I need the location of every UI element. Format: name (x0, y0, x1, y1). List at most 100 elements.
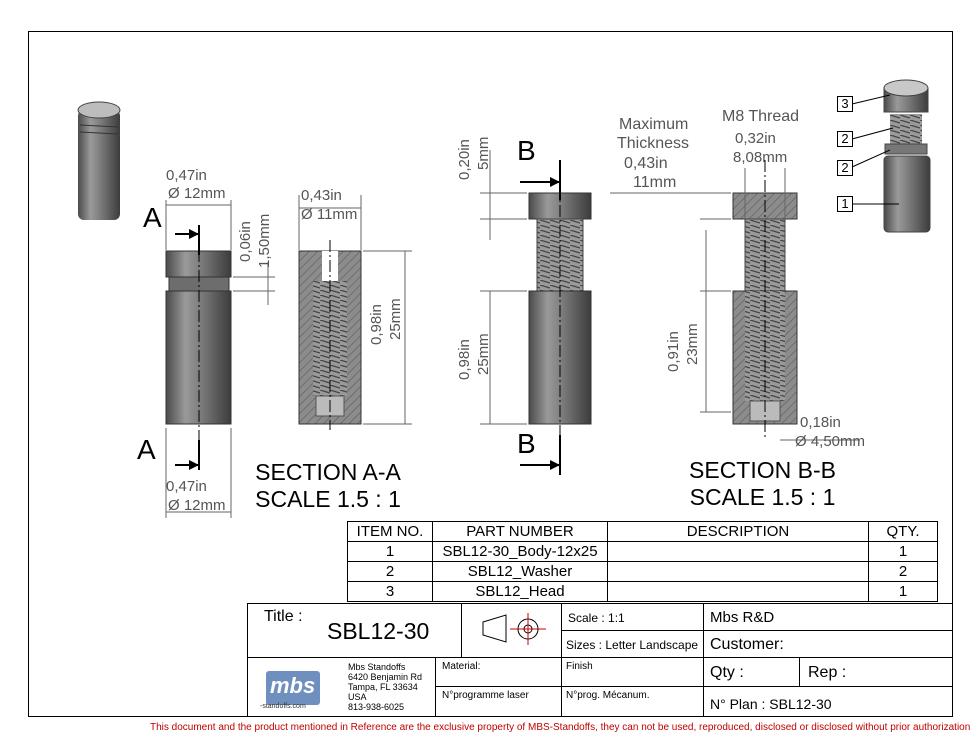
plan-cell: N° Plan : SBL12-30 (703, 686, 953, 717)
max-thickness-label-1: Maximum (619, 116, 689, 133)
bill-of-materials-table: ITEM NO. PART NUMBER DESCRIPTION QTY. 1 … (347, 521, 938, 602)
cut-label-b-bottom: B (517, 428, 536, 459)
address-line: 813-938-6025 (348, 702, 405, 712)
projection-symbol-icon (482, 613, 546, 645)
bom-cell-item: 2 (347, 561, 433, 582)
bom-header-qty: QTY. (868, 521, 938, 542)
address-line: USA (348, 692, 367, 702)
bom-cell-part: SBL12_Head (432, 581, 608, 602)
section-aa-title-text: SECTION A-A (255, 459, 401, 485)
section-bb-view (610, 160, 860, 441)
title-label: Title : (264, 608, 303, 625)
max-thickness-label-2: Thickness (617, 135, 690, 152)
dim-depth-in: 0,91in (665, 331, 682, 372)
dim-hole-in: 0,18in (800, 414, 841, 431)
iso-standoff-left (77, 101, 121, 220)
scale-cell: Scale : 1:1 (561, 603, 704, 631)
address-line: Mbs Standoffs (348, 662, 406, 672)
bom-row: 3 SBL12_Head 1 (347, 581, 938, 602)
cut-label-a-bottom: A (137, 434, 156, 465)
dim-left-bot-in: 0,47in (166, 478, 207, 495)
bom-row: 1 SBL12-30_Body-12x25 1 (347, 541, 938, 562)
dim-max-in: 0,43in (624, 155, 668, 172)
qty-label: Qty : (710, 664, 744, 681)
finish-label: Finish (566, 661, 593, 672)
balloon-item-1: 1 (837, 196, 853, 212)
bom-cell-desc (607, 541, 869, 562)
bom-cell-item: 3 (347, 581, 433, 602)
bom-cell-desc (607, 561, 869, 582)
cut-label-b-top: B (517, 135, 536, 166)
company-cell: Mbs R&D (703, 603, 953, 631)
sizes-cell: Sizes : Letter Landscape (561, 630, 704, 658)
address-block: Mbs Standoffs 6420 Benjamin Rd Tampa, FL… (348, 662, 422, 712)
scale-text: Scale : 1:1 (568, 611, 625, 625)
section-aa-scale-text: SCALE 1.5 : 1 (255, 486, 401, 512)
plan-number: N° Plan : SBL12-30 (710, 696, 832, 712)
prog-laser-label: N°programme laser (442, 690, 529, 701)
dim-depth-mm: 23mm (684, 323, 701, 365)
dim-thread-in: 0,32in (735, 130, 776, 147)
bom-cell-qty: 1 (868, 541, 938, 562)
section-aa-view (298, 195, 412, 430)
bom-header-desc: DESCRIPTION (607, 521, 869, 542)
mbs-logo-text: mbs (270, 673, 316, 698)
dim-aa-dia-mm: Ø 11mm (301, 206, 358, 223)
dim-body-in: 0,98in (456, 339, 473, 380)
mbs-logo: mbs (266, 671, 320, 705)
logo-subtext: -standoffs.com (260, 703, 306, 710)
bom-cell-desc (607, 581, 869, 602)
bom-cell-part: SBL12_Washer (432, 561, 608, 582)
title-value: SBL12-30 (327, 618, 430, 644)
bom-cell-qty: 1 (868, 581, 938, 602)
dim-thread-mm: 8,08mm (733, 149, 788, 166)
balloon-item-3: 3 (837, 96, 853, 112)
elevation-view-a (165, 200, 275, 518)
dim-left-bot-mm: Ø 12mm (168, 497, 226, 514)
rep-cell: Rep : (799, 657, 953, 687)
dim-head-mm: 5mm (475, 136, 492, 170)
dim-washer-in: 0,06in (237, 221, 254, 262)
dim-hole-mm: Ø 4,50mm (795, 433, 866, 450)
dim-head-in: 0,20in (456, 139, 473, 180)
projection-cell (461, 603, 562, 658)
finish-cell: Finish (561, 657, 704, 687)
bom-cell-qty: 2 (868, 561, 938, 582)
bom-row: 2 SBL12_Washer 2 (347, 561, 938, 582)
dim-aa-dia-in: 0,43in (301, 187, 342, 204)
prog-meca-cell: N°prog. Mécanum. (561, 686, 704, 717)
qty-cell: Qty : (703, 657, 800, 687)
bom-header-part: PART NUMBER (432, 521, 608, 542)
dim-body-mm: 25mm (475, 333, 492, 375)
logo-address-cell: mbs -standoffs.com Mbs Standoffs 6420 Be… (247, 657, 436, 717)
dim-max-mm: 11mm (633, 174, 677, 191)
customer-cell: Customer: (703, 630, 953, 658)
section-bb-scale-text: SCALE 1.5 : 1 (689, 484, 836, 510)
thread-label: M8 Thread (722, 108, 800, 125)
bom-header-item: ITEM NO. (347, 521, 433, 542)
rep-label: Rep : (808, 664, 847, 681)
balloon-item-2a: 2 (837, 131, 853, 147)
address-line: 6420 Benjamin Rd (348, 672, 423, 682)
section-bb-title: SECTION B-B SCALE 1.5 : 1 (680, 457, 845, 511)
dim-left-top-in: 0,47in (166, 167, 207, 184)
title-cell: Title : SBL12-30 (247, 603, 462, 658)
cut-label-a-top: A (143, 202, 162, 233)
dim-washer-mm: 1,50mm (256, 213, 273, 268)
property-notice: This document and the product mentioned … (150, 722, 971, 733)
prog-laser-cell: N°programme laser (435, 686, 562, 717)
bom-cell-item: 1 (347, 541, 433, 562)
sizes-text: Sizes : Letter Landscape (566, 638, 699, 652)
company-text: Mbs R&D (710, 609, 775, 626)
balloon-item-2b: 2 (837, 160, 853, 176)
address-line: Tampa, FL 33634 (348, 682, 418, 692)
prog-meca-label: N°prog. Mécanum. (566, 690, 650, 701)
elevation-view-b (480, 150, 592, 475)
section-aa-title: SECTION A-A SCALE 1.5 : 1 (248, 459, 408, 513)
customer-label: Customer: (710, 636, 784, 653)
material-cell: Material: (435, 657, 562, 687)
bom-cell-part: SBL12-30_Body-12x25 (432, 541, 608, 562)
section-bb-title-text: SECTION B-B (689, 457, 836, 483)
bom-header-row: ITEM NO. PART NUMBER DESCRIPTION QTY. (347, 521, 938, 542)
